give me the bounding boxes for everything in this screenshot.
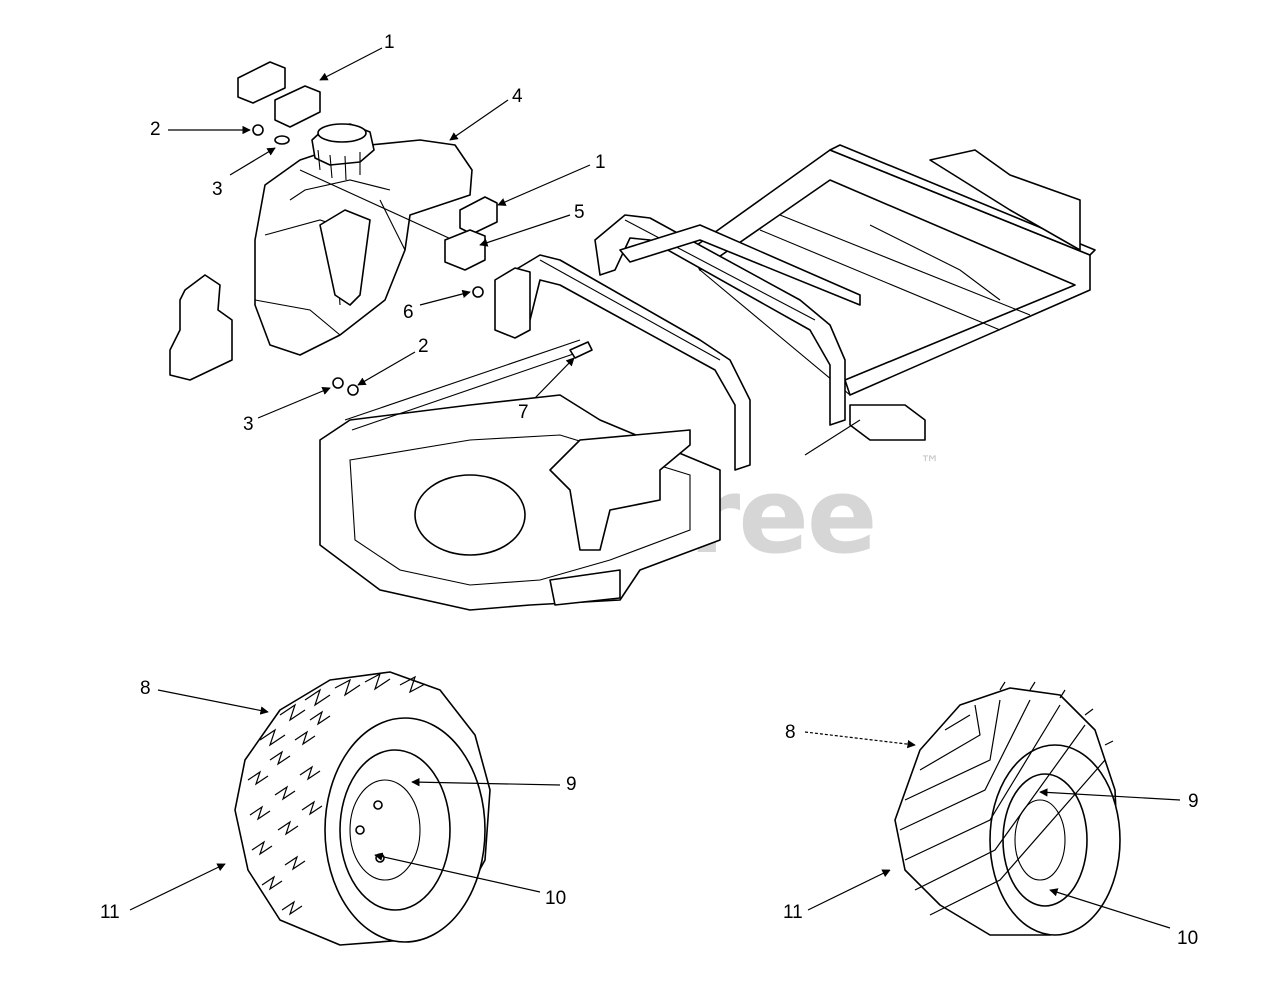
frame-assembly xyxy=(319,144,1096,611)
callout-4-fuel-tank: 4 xyxy=(512,86,523,107)
callout-1-decal-right: 1 xyxy=(595,152,606,173)
callout-9-valve-turf: 9 xyxy=(566,774,577,795)
callout-11-wheel-turf: 11 xyxy=(100,902,120,923)
rear-wheel-turf xyxy=(234,671,491,946)
fuel-tank xyxy=(254,123,476,356)
leader-lines xyxy=(129,47,1181,929)
small-parts xyxy=(169,61,593,396)
watermark-trademark: ™ xyxy=(920,451,940,475)
rear-wheel-lug xyxy=(894,681,1121,936)
callout-11-wheel-lug: 11 xyxy=(783,902,803,923)
callout-1-decal-upper: 1 xyxy=(384,32,395,53)
callout-3-washer-lower: 3 xyxy=(243,414,254,435)
callout-8-tire-lug: 8 xyxy=(785,722,796,743)
callout-2-nut-lower: 2 xyxy=(418,336,429,357)
callout-9-valve-lug: 9 xyxy=(1188,791,1199,812)
callouts: 1 2 3 4 1 5 6 2 3 7 8 9 10 11 8 9 10 11 xyxy=(100,32,1199,949)
callout-5-bracket: 5 xyxy=(574,202,585,223)
callout-10-rim-turf: 10 xyxy=(545,888,566,909)
callout-3-washer-upper: 3 xyxy=(212,179,223,200)
callout-7-pin: 7 xyxy=(518,402,529,423)
callout-10-rim-lug: 10 xyxy=(1177,928,1198,949)
callout-8-tire-turf: 8 xyxy=(140,678,151,699)
callout-6-nut: 6 xyxy=(403,302,414,323)
callout-2-nut-upper: 2 xyxy=(150,119,161,140)
